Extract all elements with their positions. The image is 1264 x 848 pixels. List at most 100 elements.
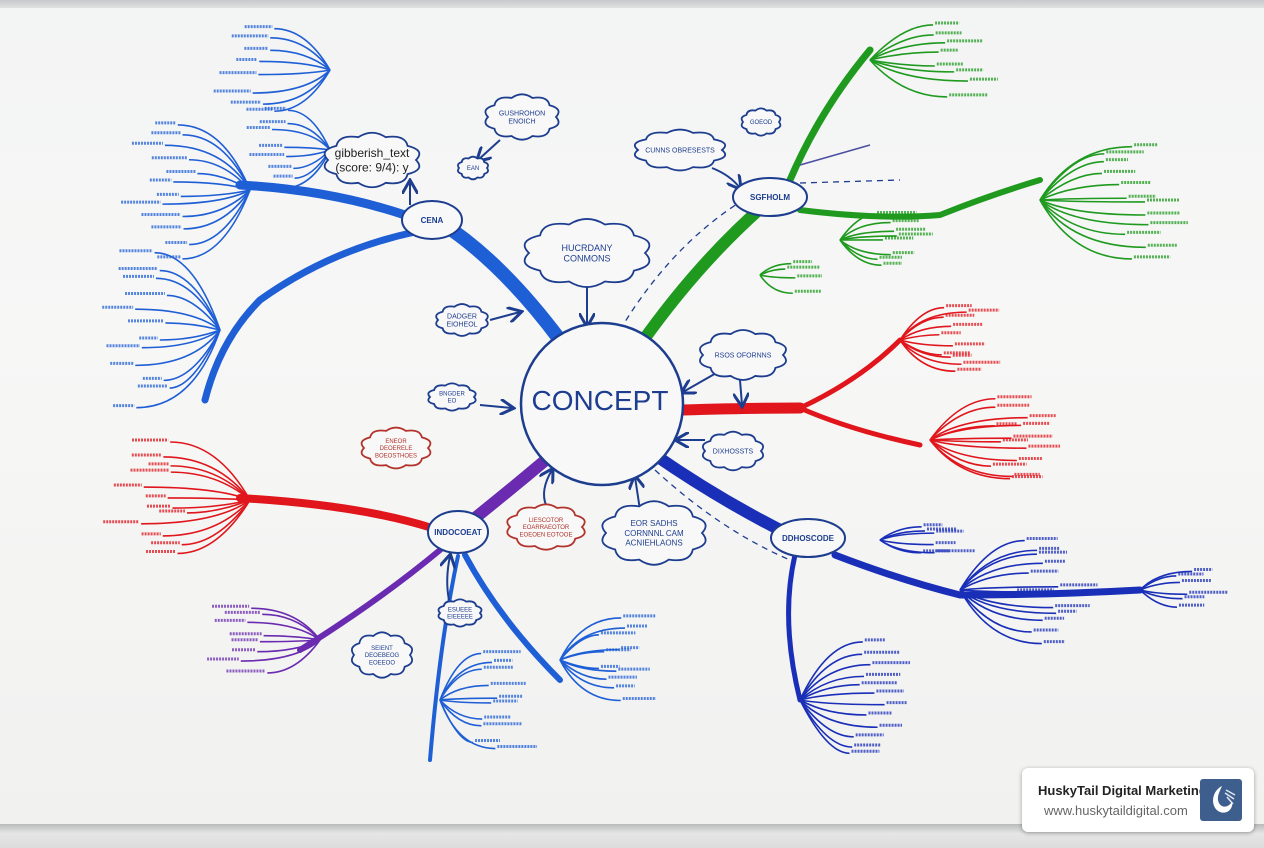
sub-branch	[799, 683, 860, 701]
node-label: DDHOSCODE	[782, 534, 835, 543]
link-line	[799, 144, 871, 166]
sub-branch	[899, 339, 953, 347]
sub-branch	[155, 277, 221, 331]
sub-branch	[1039, 160, 1104, 201]
cloud-text: EO	[448, 399, 457, 405]
arrow	[683, 371, 719, 392]
cloud-text: BOEOSTHOES	[375, 453, 417, 459]
sub-branch	[1039, 199, 1126, 236]
sub-branch	[262, 613, 321, 641]
sub-branch	[183, 189, 251, 230]
sub-branch	[799, 699, 854, 738]
cloud-text: DEOERELE	[380, 446, 413, 452]
sub-branch	[929, 439, 1001, 443]
sub-branch	[559, 659, 617, 672]
arrow	[544, 470, 552, 506]
cloud-outline	[351, 631, 413, 679]
cloud-outline	[740, 107, 782, 137]
sub-branch	[1039, 145, 1133, 201]
sub-branch	[154, 251, 221, 331]
sub-branch	[189, 189, 251, 246]
cloud-cunns: CUNNS OBRESESTS	[633, 128, 727, 172]
sub-branch	[141, 329, 221, 349]
sub-branch	[959, 539, 1025, 591]
node-sgfholm	[732, 177, 808, 217]
central-concept: CONCEPT	[519, 321, 685, 487]
cloud-text: SEIENT	[371, 646, 393, 652]
sub-branch	[182, 189, 251, 218]
sub-branch	[162, 499, 251, 537]
sub-branch	[1039, 197, 1127, 201]
main-branch	[236, 494, 436, 532]
cloud-text: ESUEEE	[448, 608, 472, 614]
sub-branch	[1039, 199, 1146, 203]
sub-branch	[135, 308, 221, 331]
cloud-outline	[437, 598, 483, 628]
sub-branch	[181, 499, 251, 546]
sub-branch	[439, 668, 482, 701]
sub-branch	[869, 59, 968, 82]
cloud-text: EAN	[467, 166, 479, 172]
sub-branch	[559, 659, 615, 689]
cloud-outline	[601, 500, 707, 566]
cloud-text: HUCRDANY	[561, 243, 612, 253]
sub-branch	[899, 333, 940, 341]
sub-branch	[929, 439, 1027, 449]
sub-branch	[929, 416, 1028, 441]
cloud-gibberish: gibberish_text(score: 9/4): y	[323, 131, 421, 189]
sub-branch	[559, 650, 605, 661]
node-label: INDOCOEAT	[434, 528, 482, 537]
cloud-text: EOEOEN EOTOOE	[520, 532, 573, 538]
sub-branch	[799, 692, 875, 701]
sub-branch	[141, 499, 251, 525]
sub-branch	[1039, 199, 1146, 249]
sub-branch	[288, 109, 331, 151]
husky-tail-swirl-icon	[1200, 779, 1242, 821]
cloud-outline	[360, 426, 432, 470]
sub-branch	[165, 322, 221, 331]
cloud-dixhossts: DIXHOSSTS	[702, 430, 764, 472]
sub-branch	[1039, 153, 1105, 201]
sub-branch	[559, 659, 607, 680]
main-branch	[201, 228, 419, 404]
sub-branch	[247, 621, 321, 641]
sub-branch	[959, 562, 1043, 591]
sub-branch	[1039, 199, 1146, 216]
sub-branch	[274, 69, 331, 112]
sub-branch	[759, 274, 793, 295]
whiteboard-top-frame	[0, 0, 1264, 9]
main-branch	[297, 547, 443, 653]
sub-branch	[869, 24, 934, 61]
node-ddhoscode	[770, 518, 846, 558]
sub-branch	[182, 189, 251, 260]
sub-branch	[262, 69, 331, 105]
sub-branch	[899, 339, 956, 373]
main-branch	[831, 551, 1144, 599]
watermark-url: www.huskytaildigital.com	[1044, 803, 1188, 818]
main-branch	[464, 452, 554, 528]
clouds: gibberish_text(score: 9/4): yGUSHROHONEN…	[323, 93, 787, 679]
sub-branch	[1139, 575, 1177, 591]
sub-branch	[869, 42, 946, 61]
sub-branch	[439, 699, 496, 750]
sub-branch	[1039, 172, 1102, 201]
cloud-text: gibberish_text	[335, 146, 410, 160]
sub-branch	[170, 465, 251, 501]
arrow	[447, 556, 450, 601]
sub-branch	[177, 124, 251, 191]
cloud-outline	[457, 155, 489, 181]
sub-branch	[252, 69, 331, 94]
arrow	[635, 477, 640, 511]
sub-branch	[1139, 589, 1177, 608]
cloud-text: EOR SADHS	[630, 519, 677, 528]
node-label: CENA	[421, 216, 444, 225]
cloud-text: EOARRAEOTOR	[523, 525, 570, 531]
cloud-text: DEOEBEOG	[365, 653, 400, 659]
sub-branch	[135, 329, 221, 367]
sub-branch	[182, 133, 251, 191]
cloud-text: GUSHROHON	[499, 110, 545, 117]
